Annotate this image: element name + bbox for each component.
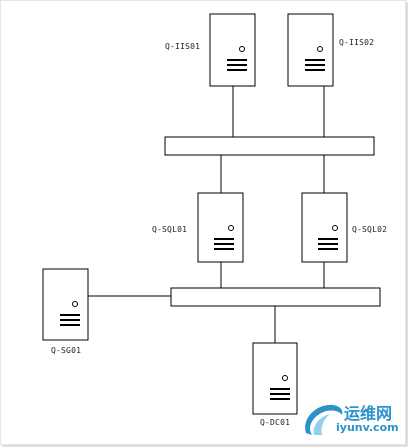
server-label-sql01: Q-SQL01 [152, 225, 188, 234]
server-icon [252, 342, 298, 415]
server-icon [301, 192, 348, 263]
server-label-dc01: Q-DC01 [260, 418, 291, 427]
server-icon [209, 13, 256, 87]
server-icon [197, 192, 244, 263]
watermark-text-cn: 运维网 [344, 404, 393, 423]
server-icon [287, 13, 334, 87]
watermark-text-en: iyunv.com [336, 421, 399, 434]
server-label-sql02: Q-SQL02 [352, 225, 388, 234]
lower-switch [170, 287, 381, 307]
server-label-iis01: Q-IIS01 [165, 42, 201, 51]
server-label-sg01: Q-SG01 [51, 346, 82, 355]
server-label-iis02: Q-IIS02 [339, 38, 375, 47]
server-icon [42, 268, 89, 341]
swoosh-icon [305, 404, 343, 435]
watermark-logo: 运维网 iyunv.com [298, 399, 402, 441]
upper-switch [164, 136, 375, 156]
